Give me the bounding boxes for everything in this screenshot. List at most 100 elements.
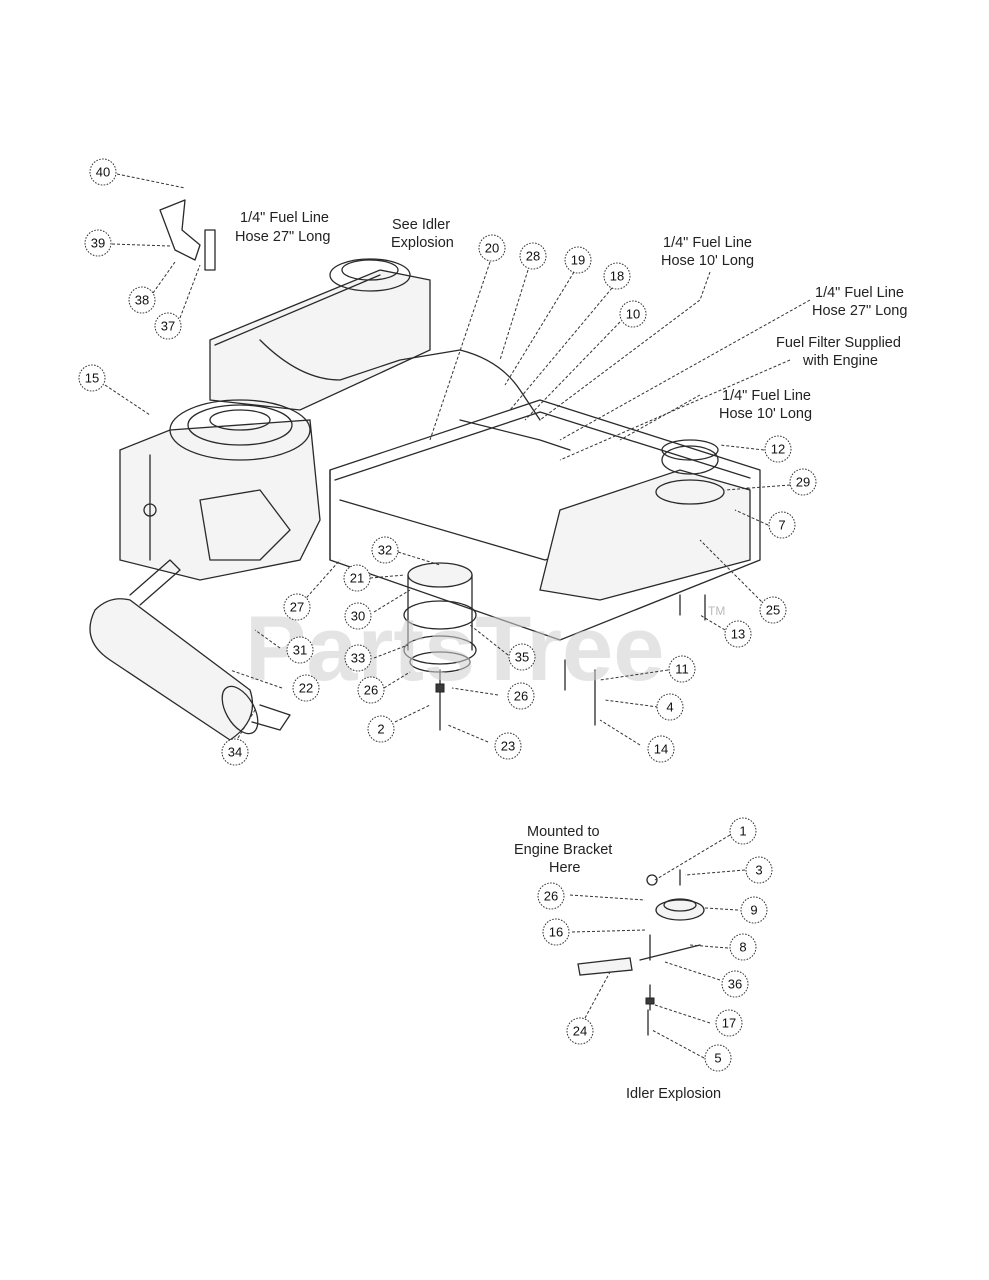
label-fuel-line-27-right-line1: 1/4" Fuel Line: [815, 285, 904, 301]
svg-text:5: 5: [714, 1051, 721, 1066]
callout-37: 37: [154, 312, 182, 340]
callout-26c: 26: [537, 882, 565, 910]
svg-text:1: 1: [739, 824, 746, 839]
callout-35: 35: [508, 643, 536, 671]
label-fuel-line-10a-line2: Hose 10' Long: [661, 253, 754, 269]
svg-text:10: 10: [626, 307, 640, 322]
callout-10: 10: [619, 300, 647, 328]
callout-3: 3: [745, 856, 773, 884]
callout-32: 32: [371, 536, 399, 564]
callout-21: 21: [343, 564, 371, 592]
callout-24: 24: [566, 1017, 594, 1045]
svg-text:21: 21: [350, 571, 364, 586]
callout-30: 30: [344, 602, 372, 630]
callout-8: 8: [729, 933, 757, 961]
callout-1: 1: [729, 817, 757, 845]
label-mounted-line3: Here: [549, 860, 580, 876]
svg-text:7: 7: [778, 518, 785, 533]
engine-assembly-art: [89, 199, 761, 741]
callout-4: 4: [656, 693, 684, 721]
callout-12: 12: [764, 435, 792, 463]
callout-19: 19: [564, 246, 592, 274]
callout-7: 7: [768, 511, 796, 539]
svg-text:16: 16: [549, 925, 563, 940]
callout-31: 31: [286, 636, 314, 664]
callout-25: 25: [759, 596, 787, 624]
callouts: 40 39 38 37 15 20 28 19 18 10 12 29 7 25…: [78, 158, 817, 1072]
leader-lines: [104, 173, 811, 1059]
label-fuel-filter-line1: Fuel Filter Supplied: [776, 335, 901, 351]
svg-text:4: 4: [666, 700, 673, 715]
svg-text:26: 26: [514, 689, 528, 704]
svg-text:2: 2: [377, 722, 384, 737]
svg-text:11: 11: [675, 662, 689, 677]
svg-text:26: 26: [364, 683, 378, 698]
svg-text:29: 29: [796, 475, 810, 490]
callout-11: 11: [668, 655, 696, 683]
label-see-idler-line2: Explosion: [391, 235, 454, 251]
svg-text:20: 20: [485, 241, 499, 256]
label-idler-explosion: Idler Explosion: [626, 1086, 721, 1102]
svg-text:19: 19: [571, 253, 585, 268]
callout-22: 22: [292, 674, 320, 702]
callout-36: 36: [721, 970, 749, 998]
idler-assembly-art: [577, 869, 705, 1036]
callout-18: 18: [603, 262, 631, 290]
text-labels: 1/4" Fuel Line Hose 27" Long See Idler E…: [235, 210, 907, 1102]
callout-34: 34: [221, 738, 249, 766]
svg-text:17: 17: [722, 1016, 736, 1031]
callout-16: 16: [542, 918, 570, 946]
svg-text:28: 28: [526, 249, 540, 264]
callout-15: 15: [78, 364, 106, 392]
label-fuel-line-10a-line1: 1/4" Fuel Line: [663, 235, 752, 251]
callout-33: 33: [344, 644, 372, 672]
callout-2: 2: [367, 715, 395, 743]
callout-13: 13: [724, 620, 752, 648]
svg-text:36: 36: [728, 977, 742, 992]
label-fuel-line-10b-line1: 1/4" Fuel Line: [722, 388, 811, 404]
svg-text:40: 40: [96, 165, 110, 180]
svg-text:8: 8: [739, 940, 746, 955]
callout-40: 40: [89, 158, 117, 186]
svg-text:35: 35: [515, 650, 529, 665]
label-fuel-line-27-right-line2: Hose 27" Long: [812, 303, 907, 319]
svg-text:38: 38: [135, 293, 149, 308]
svg-text:14: 14: [654, 742, 668, 757]
svg-text:39: 39: [91, 236, 105, 251]
svg-text:26: 26: [544, 889, 558, 904]
callout-27: 27: [283, 593, 311, 621]
label-fuel-filter-line2: with Engine: [802, 353, 878, 369]
svg-text:37: 37: [161, 319, 175, 334]
label-mounted-line1: Mounted to: [527, 824, 600, 840]
svg-text:27: 27: [290, 600, 304, 615]
callout-38: 38: [128, 286, 156, 314]
svg-text:30: 30: [351, 609, 365, 624]
svg-text:34: 34: [228, 745, 242, 760]
svg-text:24: 24: [573, 1024, 587, 1039]
svg-text:23: 23: [501, 739, 515, 754]
label-fuel-line-27-top-line2: Hose 27" Long: [235, 229, 330, 245]
svg-text:15: 15: [85, 371, 99, 386]
callout-5: 5: [704, 1044, 732, 1072]
label-fuel-line-27-top-line1: 1/4" Fuel Line: [240, 210, 329, 226]
callout-39: 39: [84, 229, 112, 257]
label-fuel-line-10b-line2: Hose 10' Long: [719, 406, 812, 422]
callout-29: 29: [789, 468, 817, 496]
svg-text:31: 31: [293, 643, 307, 658]
label-see-idler-line1: See Idler: [392, 217, 450, 233]
callout-28: 28: [519, 242, 547, 270]
callout-20: 20: [478, 234, 506, 262]
svg-text:13: 13: [731, 627, 745, 642]
svg-text:22: 22: [299, 681, 313, 696]
callout-26a: 26: [357, 676, 385, 704]
svg-text:3: 3: [755, 863, 762, 878]
callout-9: 9: [740, 896, 768, 924]
label-mounted-line2: Engine Bracket: [514, 842, 612, 858]
callout-26b: 26: [507, 682, 535, 710]
callout-23: 23: [494, 732, 522, 760]
watermark-tm: TM: [708, 604, 725, 618]
svg-text:9: 9: [750, 903, 757, 918]
svg-text:32: 32: [378, 543, 392, 558]
callout-14: 14: [647, 735, 675, 763]
svg-text:18: 18: [610, 269, 624, 284]
